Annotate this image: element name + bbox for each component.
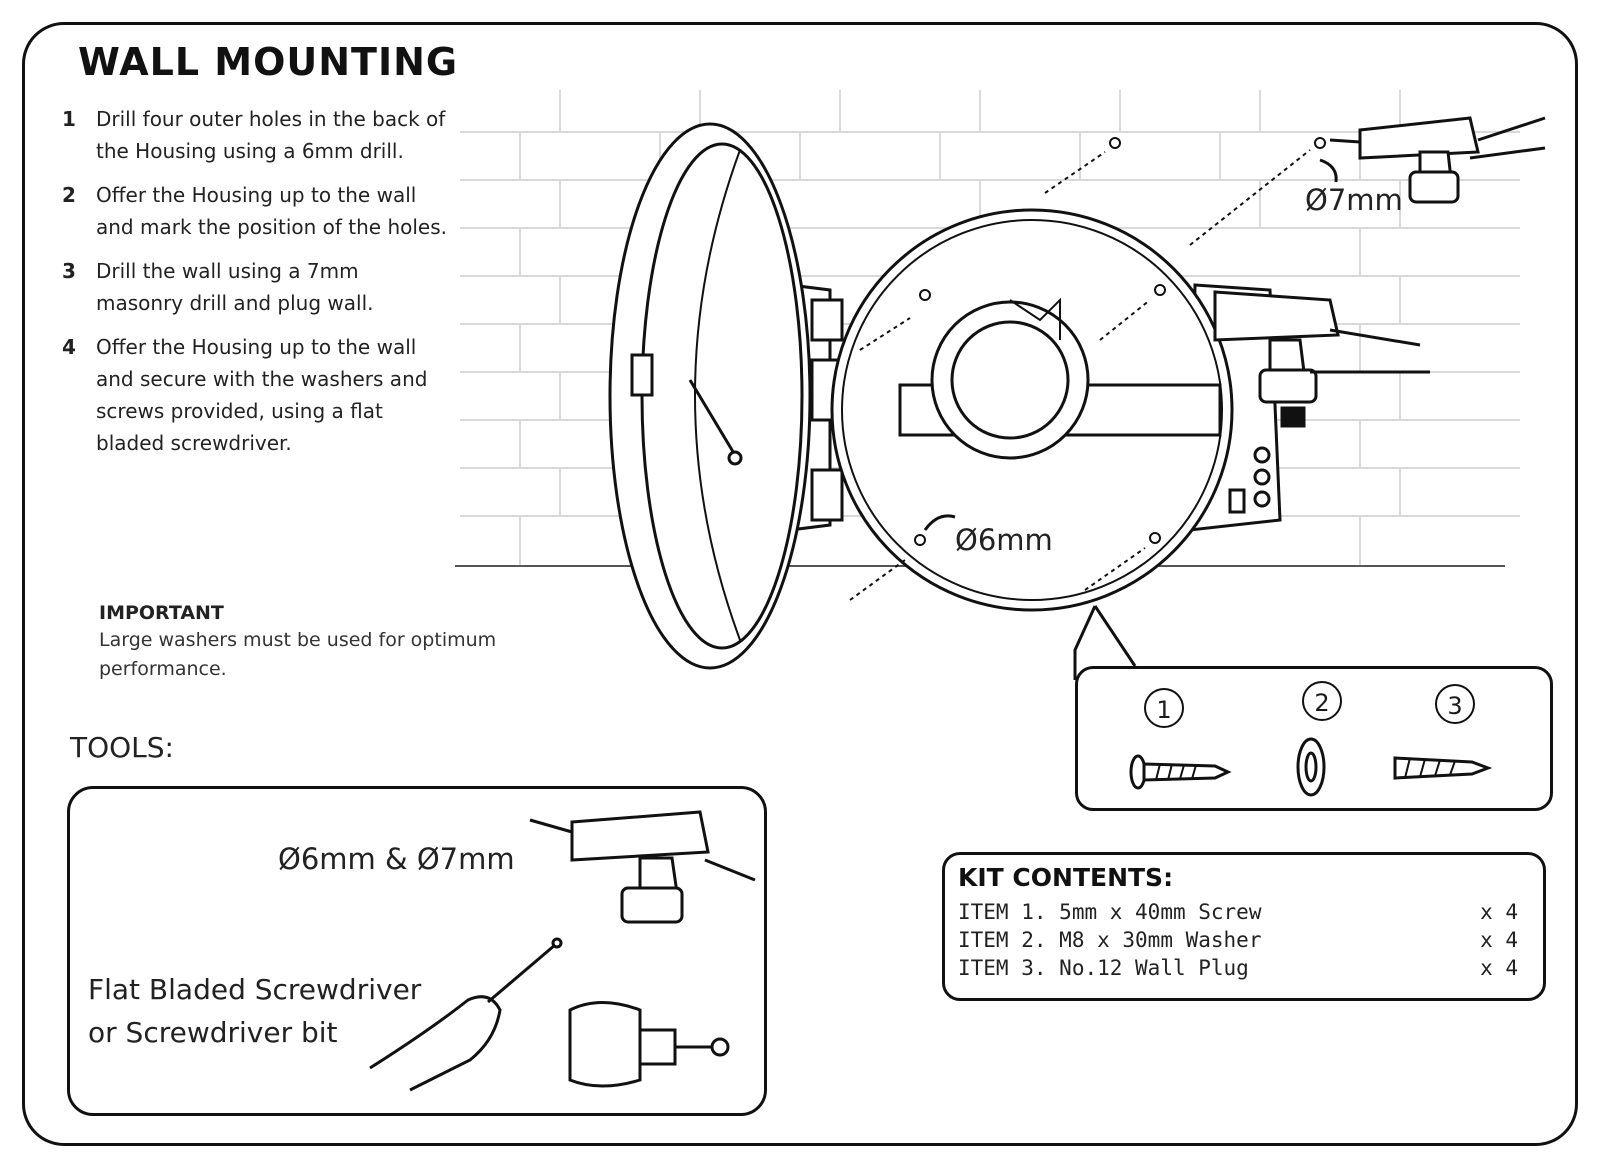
dimension-7mm: Ø7mm — [1305, 183, 1403, 217]
callout-pointer — [1073, 605, 1097, 680]
drill-sizes-label: Ø6mm & Ø7mm — [278, 842, 515, 876]
kit-contents-box — [942, 852, 1546, 1001]
tool-drill-icon — [529, 810, 756, 924]
dimension-6mm: Ø6mm — [955, 523, 1053, 557]
drill-icon-2 — [1213, 290, 1430, 428]
housing-body-icon — [830, 208, 1282, 612]
kit-item-row: ITEM 2. M8 x 30mm Washer x 4 — [958, 928, 1518, 952]
screw-part-icon — [1129, 754, 1232, 790]
page-title: WALL MOUNTING — [78, 40, 459, 84]
screw-hole-markers — [849, 137, 1338, 601]
washer-part-icon — [1296, 737, 1326, 797]
kit-item-row: ITEM 1. 5mm x 40mm Screw x 4 — [958, 900, 1518, 924]
kit-item-row: ITEM 3. No.12 Wall Plug x 4 — [958, 956, 1518, 980]
tool-screwdriver-icon — [369, 937, 563, 1092]
important-note: IMPORTANT Large washers must be used for… — [99, 602, 569, 684]
wall-plug-part-icon — [1393, 756, 1493, 780]
page-border — [22, 22, 1578, 1146]
kit-contents-heading: KIT CONTENTS: — [958, 863, 1174, 892]
important-heading: IMPORTANT — [99, 602, 224, 624]
part-number-3: 3 — [1435, 684, 1475, 724]
part-number-1: 1 — [1144, 688, 1184, 728]
screwdriver-label: Flat Bladed Screwdriver or Screwdriver b… — [88, 973, 422, 1049]
tool-screwdriver-bit-icon — [568, 1001, 730, 1088]
tools-heading: TOOLS: — [70, 731, 174, 764]
parts-callout-box — [1075, 666, 1553, 811]
housing-lid-icon — [608, 122, 844, 670]
important-text: Large washers must be used for optimum p… — [99, 629, 497, 680]
tools-box — [67, 786, 767, 1116]
drill-icon — [1329, 116, 1546, 204]
part-number-2: 2 — [1302, 681, 1342, 721]
